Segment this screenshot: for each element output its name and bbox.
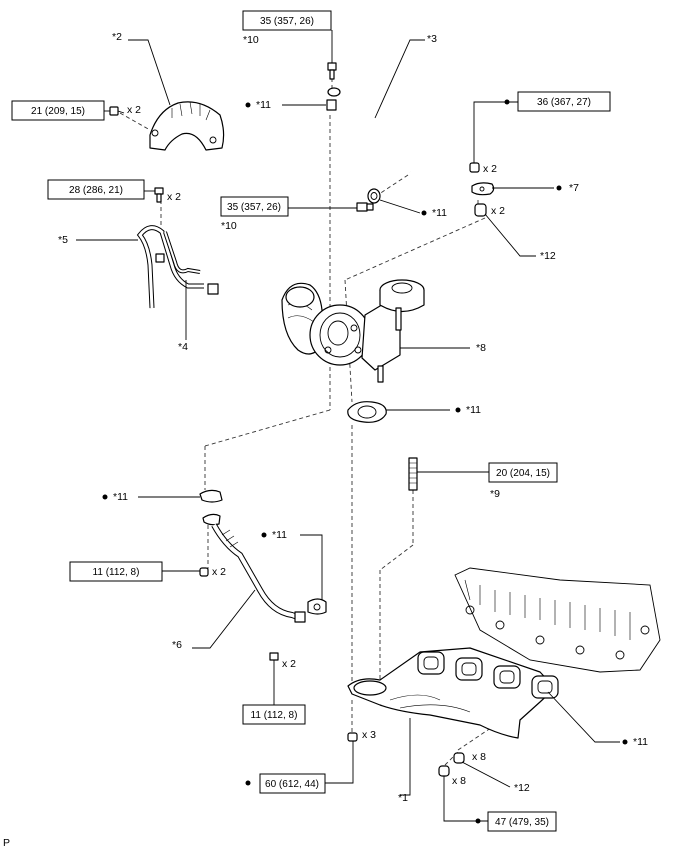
- bolt-icon-11-b: [269, 652, 279, 661]
- callout-12-a: *12: [540, 250, 556, 262]
- torque-spec-11-b: 11 (112, 8): [242, 704, 306, 725]
- callout-8: *8: [476, 342, 486, 354]
- callout-6: *6: [172, 639, 182, 651]
- svg-text:35 (357, 26): 35 (357, 26): [227, 202, 281, 213]
- bullet-dot: [245, 780, 251, 786]
- svg-text:21 (209, 15): 21 (209, 15): [31, 106, 85, 117]
- torque-spec-35-top: 35 (357, 26): [242, 10, 332, 31]
- bullet-dot: [475, 818, 481, 824]
- bullet-dot: [245, 102, 251, 108]
- union-bolt-icon-top: [327, 62, 337, 80]
- callout-10-a: *10: [243, 34, 259, 46]
- svg-text:36 (367, 27): 36 (367, 27): [537, 97, 591, 108]
- torque-spec-21: 21 (209, 15): [11, 100, 105, 121]
- torque-spec-47: 47 (479, 35): [487, 811, 557, 832]
- callout-labels: *1 *2 *3 *4 *5 *6 *7 *8 *9 *10 *10 *11 *…: [58, 31, 648, 804]
- callout-11-b: *11: [432, 207, 447, 219]
- engine-block-part: [454, 567, 661, 673]
- qty-11-b: x 2: [282, 658, 296, 670]
- svg-text:11 (112, 8): 11 (112, 8): [93, 567, 140, 578]
- gasket-11-b-part: [367, 188, 381, 204]
- callout-11-a: *11: [256, 99, 271, 111]
- qty-12-b: x 8: [472, 751, 486, 763]
- svg-text:20 (204, 15): 20 (204, 15): [496, 468, 550, 479]
- stud-bolt-icon: [408, 457, 418, 491]
- turbocharger-part: [281, 279, 425, 383]
- bullet-dot: [102, 494, 108, 500]
- bullet-dot: [261, 532, 267, 538]
- corner-label: P: [3, 837, 10, 849]
- bolt-icon-21: [109, 106, 125, 116]
- callout-10-b: *10: [221, 220, 237, 232]
- union-bolt-icon-mid: [356, 202, 374, 212]
- qty-12: x 2: [491, 205, 505, 217]
- nut-icon-47: [438, 765, 450, 777]
- callout-7: *7: [569, 182, 579, 194]
- callout-5: *5: [58, 234, 68, 246]
- bullet-markers: [102, 99, 628, 824]
- heat-insulator-part: [149, 101, 225, 151]
- bullet-dot: [556, 185, 562, 191]
- union-12-part: [474, 203, 487, 217]
- qty-47: x 8: [452, 775, 466, 787]
- svg-text:35 (357, 26): 35 (357, 26): [260, 16, 314, 27]
- callout-12-b: *12: [514, 782, 530, 794]
- callout-11-f: *11: [633, 736, 648, 748]
- bullet-dot: [421, 210, 427, 216]
- gasket-11-c-part: [347, 401, 387, 423]
- quantity-labels: x 2 x 2 x 2 x 2 x 2 x 2 x 3 x 8 x 8: [127, 104, 505, 787]
- gasket-12-b-part: [453, 752, 465, 764]
- oil-outlet-pipe-part: [199, 489, 306, 623]
- callout-1: *1: [398, 792, 408, 804]
- qty-11-a: x 2: [212, 566, 226, 578]
- torque-spec-36: 36 (367, 27): [517, 91, 611, 112]
- torque-spec-60: 60 (612, 44): [259, 773, 326, 794]
- qty-36: x 2: [483, 163, 497, 175]
- callout-2: *2: [112, 31, 122, 43]
- oil-pipe-part: [326, 87, 411, 173]
- callout-11-e: *11: [272, 529, 287, 541]
- callout-11-d: *11: [113, 491, 128, 503]
- gasket-11-e-part: [307, 598, 327, 615]
- bullet-dot: [622, 739, 628, 745]
- nut-icon-36: [469, 162, 480, 173]
- callout-3: *3: [427, 33, 437, 45]
- nut-icon-60: [347, 732, 358, 742]
- bullet-dot: [455, 407, 461, 413]
- callout-11-c: *11: [466, 404, 481, 416]
- torque-spec-11-a: 11 (112, 8): [69, 561, 163, 582]
- qty-60: x 3: [362, 729, 376, 741]
- exhaust-manifold-part: [347, 647, 559, 739]
- callout-4: *4: [178, 341, 188, 353]
- gasket-7-part: [471, 182, 495, 196]
- qty-21: x 2: [127, 104, 141, 116]
- callout-9: *9: [490, 488, 500, 500]
- bullet-dot: [504, 99, 510, 105]
- svg-text:47 (479, 35): 47 (479, 35): [495, 817, 549, 828]
- torque-spec-28: 28 (286, 21): [47, 179, 145, 200]
- svg-text:11 (112, 8): 11 (112, 8): [251, 710, 298, 721]
- qty-28: x 2: [167, 191, 181, 203]
- water-pipe-part: [136, 187, 219, 309]
- torque-spec-20: 20 (204, 15): [488, 462, 558, 483]
- svg-text:28 (286, 21): 28 (286, 21): [69, 185, 123, 196]
- leader-lines: [76, 30, 620, 822]
- svg-text:60 (612, 44): 60 (612, 44): [265, 779, 319, 790]
- torque-spec-35-mid: 35 (357, 26): [220, 196, 289, 217]
